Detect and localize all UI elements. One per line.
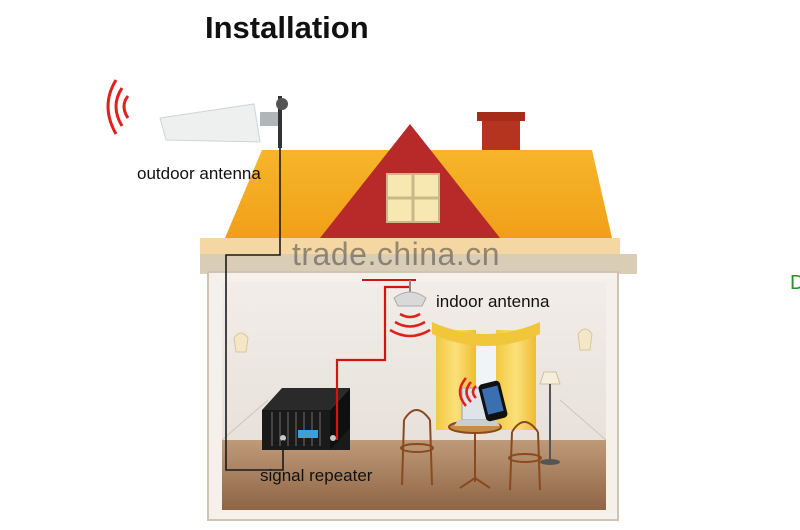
indoor-signal-waves <box>389 312 431 338</box>
roof <box>225 112 612 238</box>
diagram-title: Installation <box>205 10 369 45</box>
signal-repeater-unit <box>262 388 350 450</box>
indoor-antenna-unit <box>393 280 427 307</box>
wall-lamp-left <box>233 332 249 353</box>
watermark: trade.china.cn <box>292 236 501 272</box>
edge-letter: D <box>790 272 800 294</box>
smartphone-icon <box>478 380 508 422</box>
chimney <box>482 116 520 156</box>
outdoor-antenna-label: outdoor antenna <box>137 164 261 183</box>
signal-repeater-label: signal repeater <box>260 466 373 485</box>
indoor-antenna-cable <box>335 285 410 440</box>
window <box>432 322 540 430</box>
indoor-antenna-label: indoor antenna <box>436 292 550 311</box>
attic-window <box>386 173 440 223</box>
outdoor-signal-waves <box>106 79 130 135</box>
phone-signal-waves <box>458 377 477 407</box>
floor-lamp <box>539 371 561 465</box>
antenna-cable <box>225 144 284 471</box>
chimney-cap <box>477 112 525 121</box>
outdoor-antenna-unit <box>159 96 288 148</box>
wall-lamp-right <box>577 328 593 351</box>
eave-beam <box>200 254 637 274</box>
